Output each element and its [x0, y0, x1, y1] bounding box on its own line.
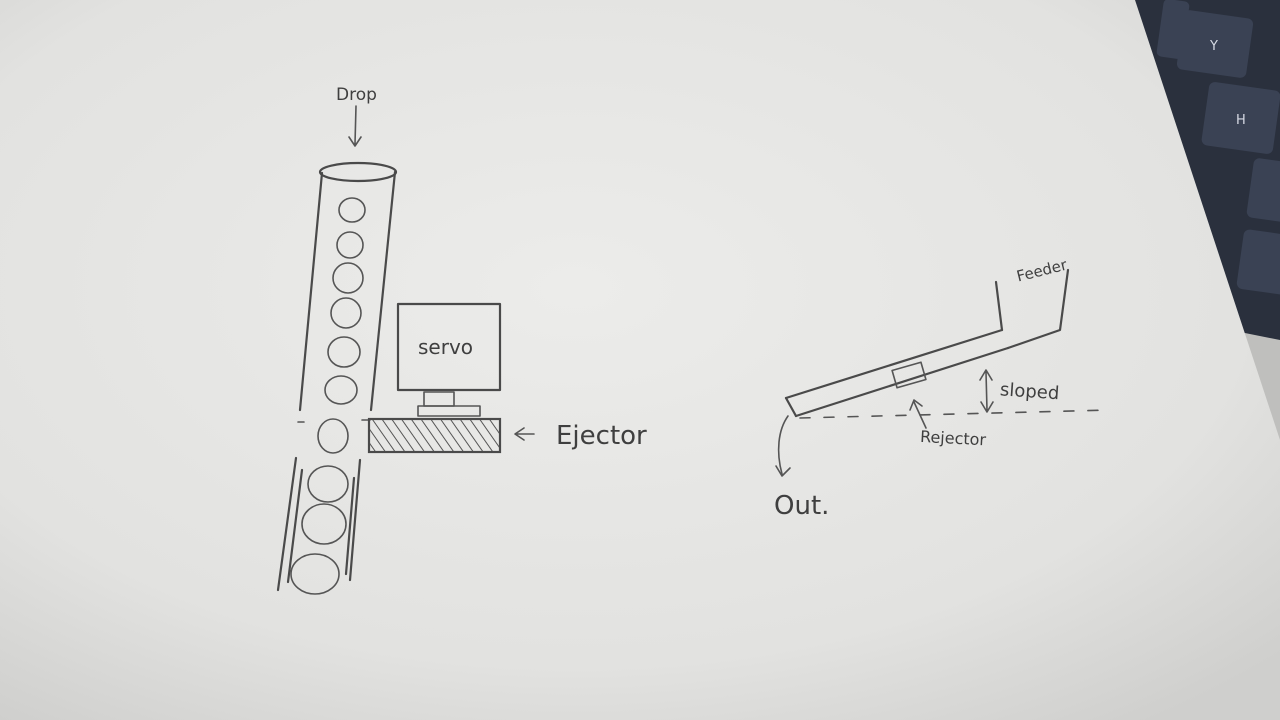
- keyboard-key: Y: [1176, 9, 1254, 78]
- rejector-label: Rejector: [920, 427, 987, 449]
- keyboard-key: H: [1201, 81, 1280, 154]
- out-label: Out.: [774, 491, 829, 521]
- sloped-label: sloped: [999, 379, 1060, 404]
- ejector-label: Ejector: [556, 421, 647, 451]
- drop-label: Drop: [336, 85, 377, 105]
- servo-label: servo: [418, 335, 473, 359]
- ejector-bar: [369, 419, 500, 452]
- key-label-y: Y: [1209, 39, 1218, 54]
- key-label-h: H: [1236, 113, 1246, 128]
